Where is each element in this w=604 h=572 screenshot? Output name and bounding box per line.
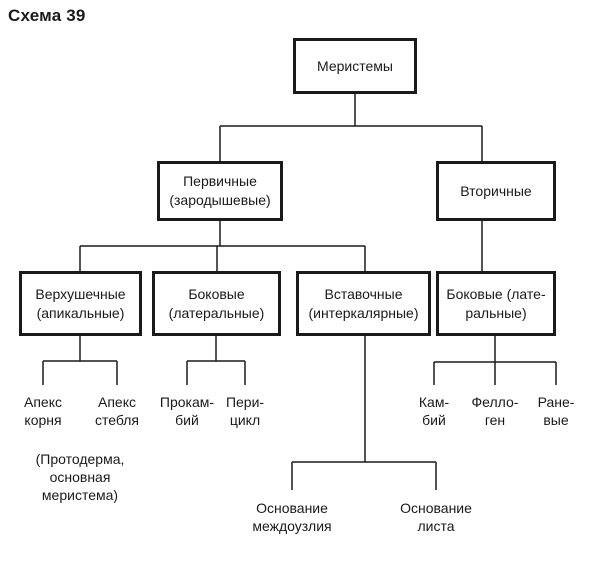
node-primary: Первичные (зародышевые) (157, 161, 283, 221)
leaf-root-apex: Апекс корня (24, 394, 62, 428)
leaf-cambium: Кам- бий (418, 394, 450, 428)
leaf-wound: Ране- вые (537, 394, 575, 428)
leaf-pericycle: Пери- цикл (225, 394, 265, 428)
leaf-procambium: Прокам- бий (159, 394, 215, 428)
node-lateral: Боковые (латеральные) (152, 271, 281, 336)
leaf-internode-base: Основание междоузлия (252, 500, 332, 534)
node-meristems: Меристемы (293, 38, 417, 94)
node-secondary: Вторичные (436, 161, 556, 221)
leaf-phellogen: Фелло- ген (471, 394, 519, 428)
leaf-leaf-base: Основание листа (400, 500, 472, 534)
node-apical: Верхушечные (апикальные) (19, 271, 142, 336)
node-intercalary: Вставочные (интеркалярные) (296, 271, 431, 336)
diagram-title: Схема 39 (8, 6, 86, 25)
leaf-stem-apex: Апекс стебля (94, 394, 140, 428)
node-secondary-lateral: Боковые (лате- ральные) (436, 271, 556, 336)
apical-note: (Протодерма, основная меристема) (35, 451, 125, 503)
